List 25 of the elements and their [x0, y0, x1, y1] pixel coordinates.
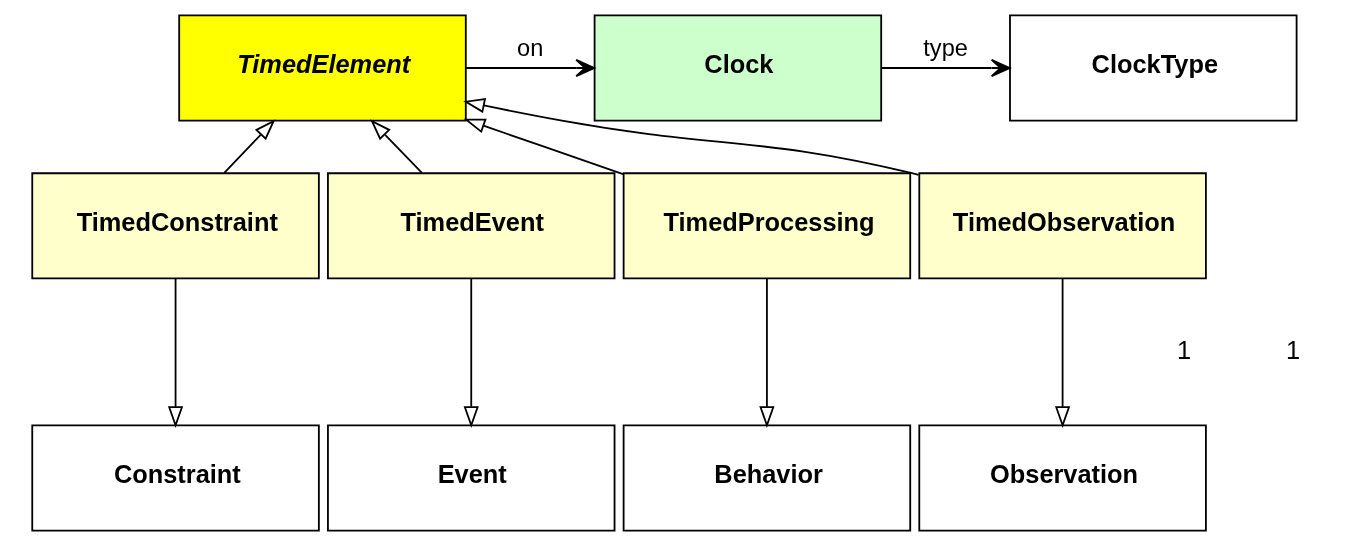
arrow [222, 119, 275, 174]
node-box: Observation [917, 424, 1207, 532]
arrow [880, 58, 1011, 78]
node-box: Event [326, 424, 615, 532]
node-box: Clock [593, 14, 882, 122]
node-box: ClockType [1008, 14, 1297, 122]
edge-label: on [516, 35, 543, 62]
node-box: Behavior [622, 424, 911, 532]
arrow [462, 98, 919, 176]
arrow [463, 118, 624, 175]
arrow [464, 58, 595, 78]
arrow [1054, 277, 1070, 429]
arrow [463, 277, 479, 429]
node-box: TimedElement [177, 14, 467, 122]
arrow [167, 277, 183, 429]
node-box: TimedConstraint [30, 172, 320, 280]
edge-label: type [922, 35, 968, 62]
arrow [758, 277, 775, 429]
node-box: Constraint [30, 424, 320, 532]
label: 1 [1285, 335, 1300, 364]
node-box: TimedProcessing [622, 172, 911, 280]
node-box: TimedObservation [917, 172, 1207, 280]
label: 1 [1176, 335, 1191, 364]
node-box: TimedEvent [326, 172, 615, 280]
arrow [369, 119, 423, 174]
